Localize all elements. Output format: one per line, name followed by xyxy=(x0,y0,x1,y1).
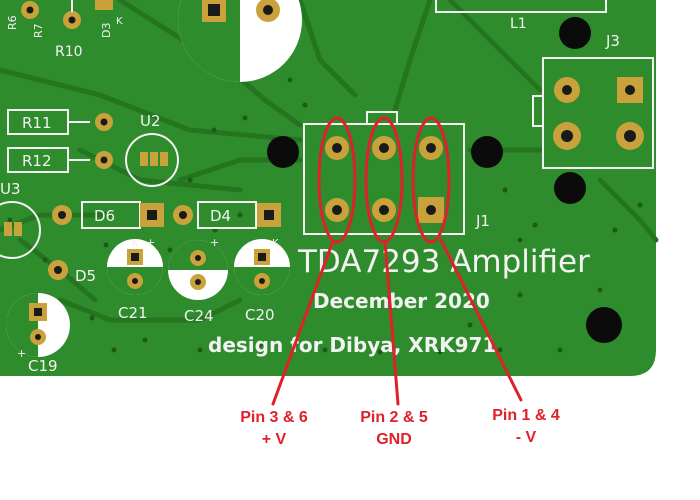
large-capacitor xyxy=(178,0,302,82)
c19-plus: + xyxy=(17,347,26,360)
l1-label: L1 xyxy=(510,16,527,32)
annotation-pin-2-5-signal: GND xyxy=(376,431,412,448)
annotation-pin-3-6: Pin 3 & 6 + V xyxy=(214,407,334,451)
d6-label: D6 xyxy=(94,207,115,225)
svg-text:R6: R6 xyxy=(6,15,19,30)
r10-label: R10 xyxy=(55,44,83,60)
highlight-pin-1-4 xyxy=(411,116,451,244)
mounting-holes xyxy=(267,17,622,343)
diode-d5: D5 xyxy=(48,260,96,285)
r7-label: R7 xyxy=(32,23,45,38)
annotation-pin-2-5-pins: Pin 2 & 5 xyxy=(360,409,428,426)
j3-label: J3 xyxy=(605,32,620,50)
c20-label: C20 xyxy=(245,306,275,324)
annotation-pin-3-6-signal: + V xyxy=(261,431,287,448)
d3-k-label: K xyxy=(116,16,123,27)
leader-pin-2-5 xyxy=(383,239,400,406)
c24-plus: + xyxy=(210,236,219,249)
highlight-pin-3-6 xyxy=(317,116,357,244)
top-left-components: R6 R7 R10 D3 K xyxy=(6,0,123,60)
connector-j3: J3 xyxy=(532,32,654,169)
c21-label: C21 xyxy=(118,304,148,322)
diodes-d6-d4: D6 D4 xyxy=(52,201,281,229)
capacitor-c19: + C19 xyxy=(6,293,70,375)
capacitor-c20: K C20 xyxy=(234,238,290,324)
r12-label: R12 xyxy=(22,152,52,170)
board-title: TDA7293 Amplifier xyxy=(297,244,590,280)
board-credit: design for Dibya, XRK971 xyxy=(208,333,496,357)
d3-label: D3 xyxy=(100,23,113,38)
leader-pin-1-4 xyxy=(439,238,523,402)
capacitor-c21: K + C21 xyxy=(107,236,163,322)
vias xyxy=(7,77,643,355)
resistors-r11-r12: R11 R12 xyxy=(7,109,113,173)
u2-label: U2 xyxy=(140,112,161,130)
c20-k-label: K xyxy=(272,238,279,249)
annotation-leaders xyxy=(271,238,523,406)
transistor-u2: U2 xyxy=(125,112,179,187)
annotation-pin-3-6-pins: Pin 3 & 6 xyxy=(240,409,308,426)
d4-label: D4 xyxy=(210,207,231,225)
transistor-u3: U3 xyxy=(0,180,41,259)
inductor-l1: L1 xyxy=(435,0,607,32)
annotation-pin-1-4-pins: Pin 1 & 4 xyxy=(492,407,560,424)
connector-j1: J1 xyxy=(303,111,490,235)
annotation-pin-1-4-signal: - V xyxy=(515,429,537,446)
c21-plus: + xyxy=(146,236,155,249)
pcb-board xyxy=(0,0,656,376)
c24-label: C24 xyxy=(184,307,214,325)
c21-k-label: K xyxy=(132,238,139,249)
u3-label: U3 xyxy=(0,180,21,198)
d5-label: D5 xyxy=(75,267,96,285)
leader-pin-3-6 xyxy=(271,239,335,406)
annotation-pin-2-5: Pin 2 & 5 GND xyxy=(334,407,454,451)
r11-label: R11 xyxy=(22,114,52,132)
c19-label: C19 xyxy=(28,357,58,375)
capacitor-c24: + C24 xyxy=(168,236,228,325)
board-date: December 2020 xyxy=(313,289,490,313)
j1-label: J1 xyxy=(475,212,490,230)
annotation-pin-1-4: Pin 1 & 4 - V xyxy=(466,405,586,449)
